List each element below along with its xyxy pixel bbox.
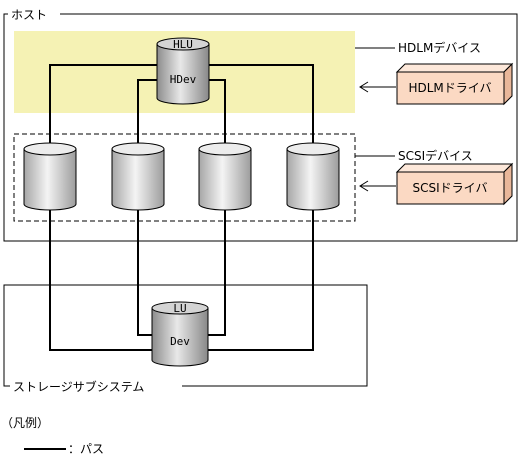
- paths: [49, 64, 314, 351]
- legend-path-label: ：パス: [68, 442, 104, 456]
- hdlm-driver-arrow: [359, 81, 396, 93]
- scsi-device-area: [13, 133, 356, 222]
- scsi-device-cylinder: [111, 142, 165, 211]
- lu-dev-cylinder: LU Dev: [151, 301, 209, 367]
- storage-frame: [3, 284, 368, 387]
- path-3-lower: [208, 210, 226, 336]
- path-1-upper: [49, 64, 157, 145]
- storage-label: ストレージサブシステム: [13, 379, 144, 394]
- hlu-label: HLU: [173, 38, 193, 51]
- dev-label: Dev: [170, 335, 190, 348]
- path-2-upper: [137, 79, 157, 145]
- hdlm-driver-box: HDLMドライバ: [395, 62, 514, 106]
- hdlm-device-label: HDLMデバイス: [398, 40, 481, 55]
- hdev-label: HDev: [170, 73, 197, 86]
- path-4-lower: [208, 210, 314, 351]
- legend-title: （凡例）: [1, 416, 49, 430]
- hdev-cylinder: HLU HDev: [156, 37, 210, 105]
- scsi-driver-label: SCSIドライバ: [413, 181, 488, 195]
- path-2-lower: [137, 210, 152, 336]
- scsi-device-label: SCSIデバイス: [398, 148, 473, 163]
- scsi-driver-arrow: [359, 180, 396, 192]
- scsi-device-cylinder: [286, 142, 340, 211]
- host-label: ホスト: [11, 8, 47, 22]
- path-1-lower: [49, 210, 152, 351]
- host-frame: [3, 13, 518, 242]
- lu-label: LU: [173, 302, 186, 315]
- hdlm-driver-label: HDLMドライバ: [408, 81, 491, 95]
- path-3-upper: [209, 79, 226, 145]
- scsi-device-cylinder: [198, 142, 252, 211]
- scsi-driver-box: SCSIドライバ: [395, 162, 514, 206]
- scsi-device-cylinder: [23, 142, 77, 211]
- path-4-upper: [209, 64, 314, 145]
